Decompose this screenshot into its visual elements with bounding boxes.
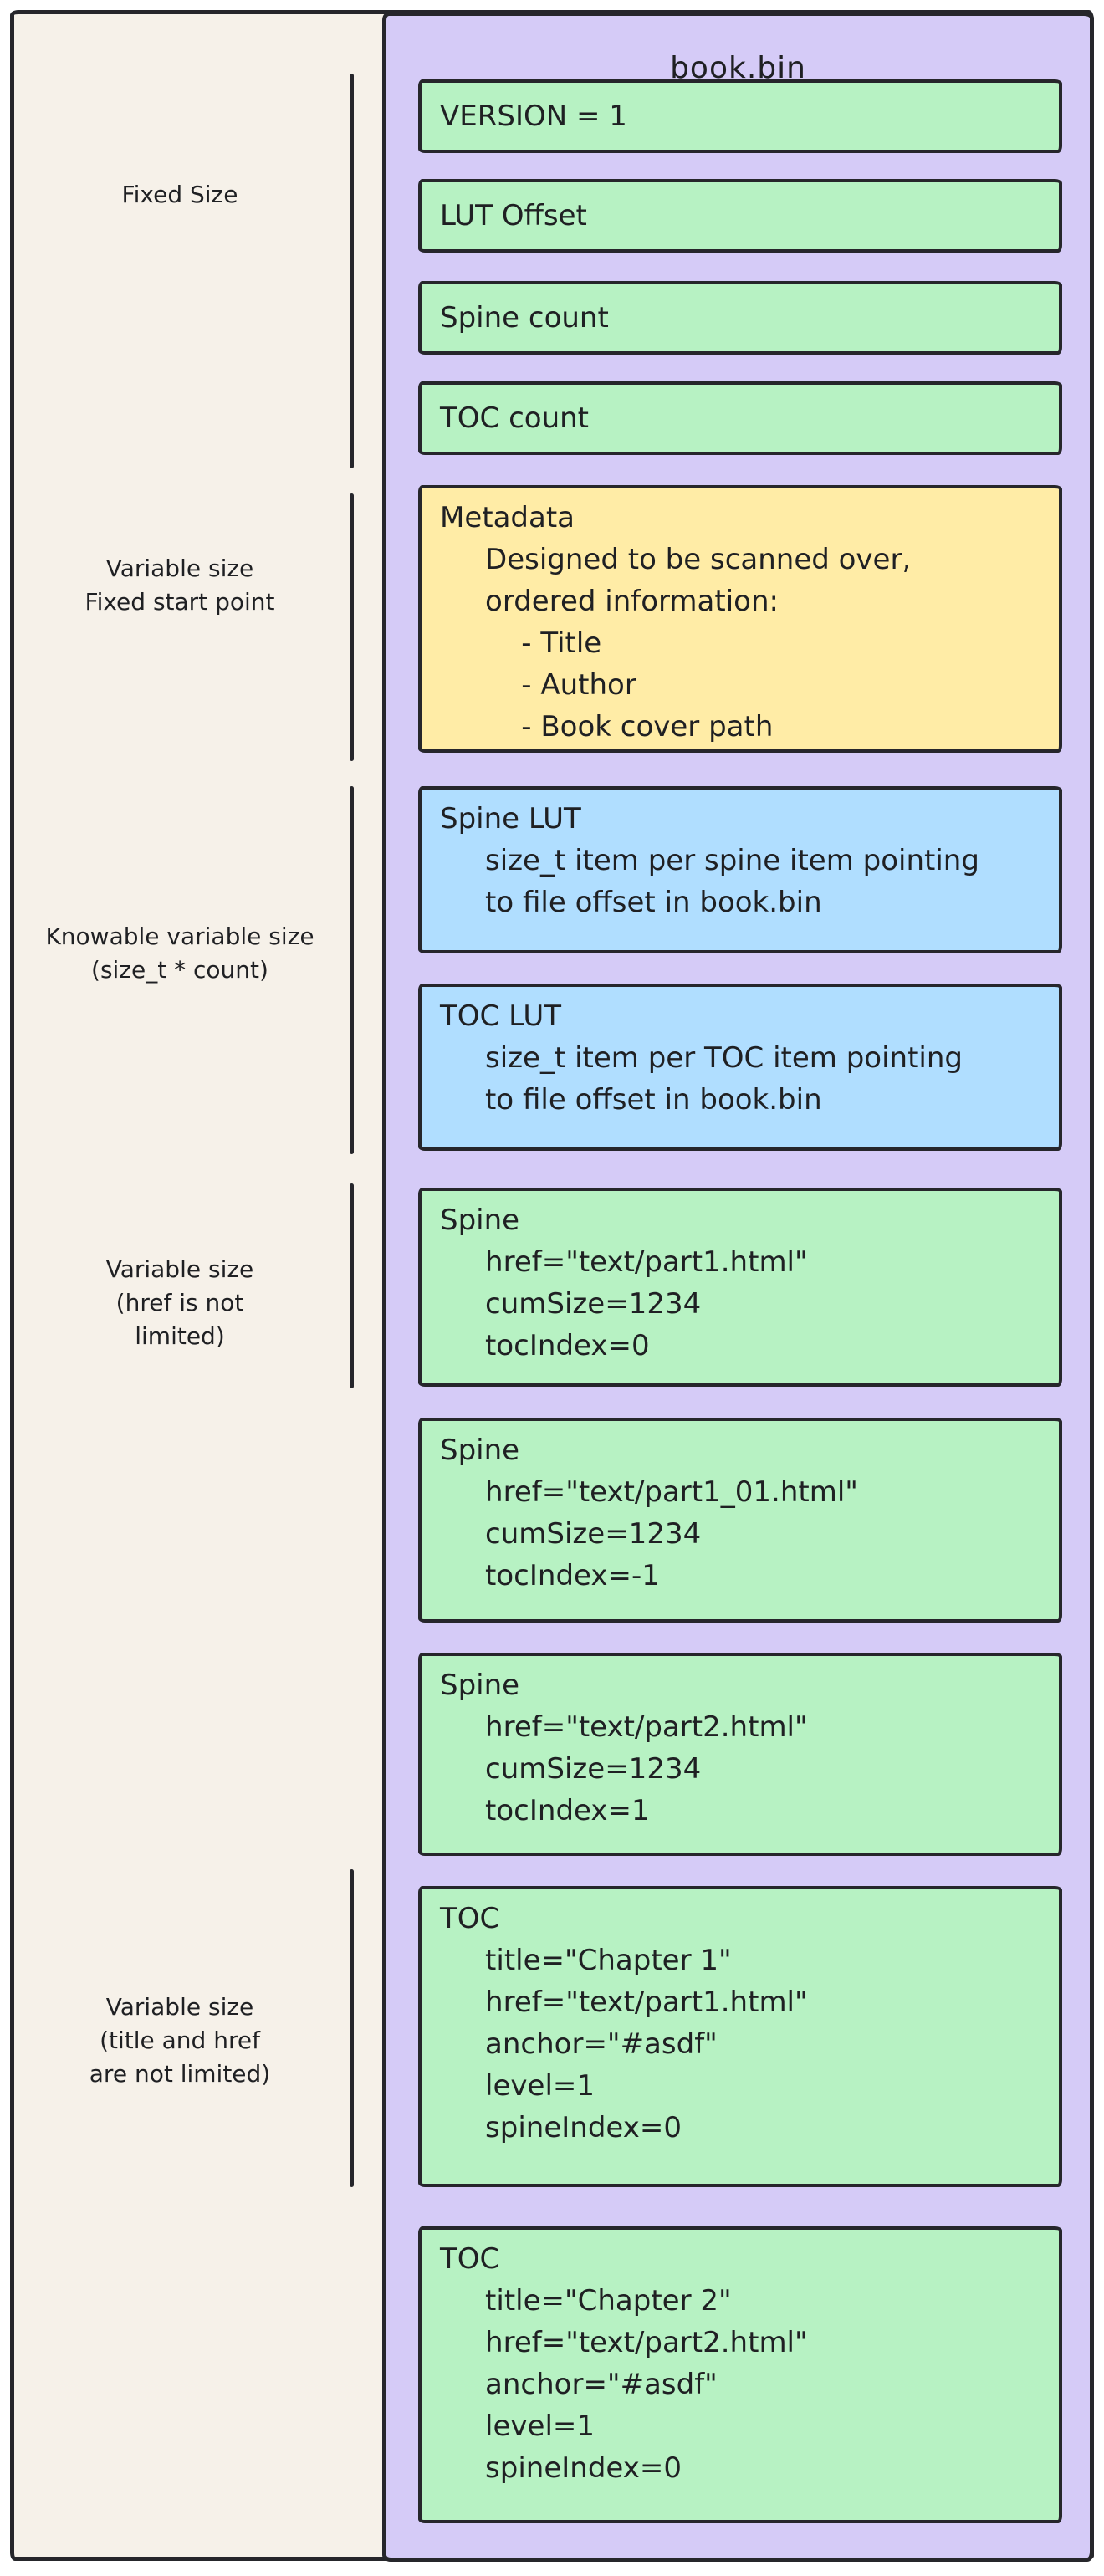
box-line: Spine LUT bbox=[440, 802, 581, 836]
label-line: Variable size bbox=[105, 555, 254, 582]
box-line: href="text/part1.html" bbox=[440, 1986, 808, 2019]
bracket-variable-fixed-start bbox=[350, 493, 354, 761]
box-line: Designed to be scanned over, bbox=[440, 543, 912, 576]
box-line: - Author bbox=[440, 668, 636, 702]
box-line: title="Chapter 1" bbox=[440, 1944, 732, 1977]
field-box-toc-count: TOC count bbox=[418, 381, 1062, 455]
box-line: level=1 bbox=[440, 2410, 595, 2443]
spine-box-3: Spine href="text/part2.html" cumSize=123… bbox=[418, 1653, 1062, 1856]
toc-box-2: TOC title="Chapter 2" href="text/part2.h… bbox=[418, 2226, 1062, 2523]
label-fixed-size: Fixed Size bbox=[17, 178, 343, 212]
toc-box-1: TOC title="Chapter 1" href="text/part1.h… bbox=[418, 1886, 1062, 2187]
box-line: anchor="#asdf" bbox=[440, 2368, 718, 2401]
box-line: size_t item per TOC item pointing bbox=[440, 1041, 963, 1075]
label-line: Fixed Size bbox=[121, 181, 238, 208]
box-line: spineIndex=0 bbox=[440, 2111, 682, 2144]
box-line: tocIndex=0 bbox=[440, 1329, 650, 1362]
label-line: Knowable variable size bbox=[45, 923, 314, 950]
box-line: - Title bbox=[440, 626, 602, 660]
box-line: Metadata bbox=[440, 501, 575, 534]
box-line: TOC bbox=[440, 1902, 500, 1935]
label-variable-fixed-start: Variable size Fixed start point bbox=[17, 552, 343, 619]
box-line: spineIndex=0 bbox=[440, 2451, 682, 2485]
box-line: TOC count bbox=[440, 401, 590, 435]
label-variable-href: Variable size (href is not limited) bbox=[17, 1253, 343, 1353]
box-line: Spine bbox=[440, 1204, 520, 1237]
label-line: limited) bbox=[135, 1322, 225, 1350]
box-line: ordered information: bbox=[440, 585, 779, 618]
box-line: TOC LUT bbox=[440, 999, 561, 1033]
box-line: anchor="#asdf" bbox=[440, 2027, 718, 2061]
box-line: LUT Offset bbox=[440, 199, 587, 233]
box-line: cumSize=1234 bbox=[440, 1517, 702, 1551]
box-line: - Book cover path bbox=[440, 710, 774, 744]
spine-box-1: Spine href="text/part1.html" cumSize=123… bbox=[418, 1188, 1062, 1387]
box-line: title="Chapter 2" bbox=[440, 2284, 732, 2318]
field-box-version: VERSION = 1 bbox=[418, 79, 1062, 153]
box-line: VERSION = 1 bbox=[440, 100, 627, 133]
box-line: cumSize=1234 bbox=[440, 1752, 702, 1786]
label-line: (size_t * count) bbox=[91, 956, 268, 984]
field-box-spine-count: Spine count bbox=[418, 281, 1062, 355]
metadata-box: Metadata Designed to be scanned over, or… bbox=[418, 485, 1062, 753]
box-line: Spine bbox=[440, 1669, 520, 1702]
label-line: Fixed start point bbox=[84, 588, 275, 616]
box-line: level=1 bbox=[440, 2069, 595, 2103]
label-knowable-variable: Knowable variable size (size_t * count) bbox=[17, 920, 343, 987]
box-line: cumSize=1234 bbox=[440, 1287, 702, 1321]
box-line: href="text/part1.html" bbox=[440, 1245, 808, 1279]
bracket-knowable-variable bbox=[350, 786, 354, 1154]
field-box-lut-offset: LUT Offset bbox=[418, 179, 1062, 253]
box-line: href="text/part2.html" bbox=[440, 1710, 808, 1744]
box-line: tocIndex=-1 bbox=[440, 1559, 660, 1592]
bracket-variable-title-href bbox=[350, 1869, 354, 2187]
bracket-variable-href bbox=[350, 1183, 354, 1388]
label-line: (title and href bbox=[100, 2027, 260, 2054]
box-line: Spine count bbox=[440, 301, 609, 335]
spine-box-2: Spine href="text/part1_01.html" cumSize=… bbox=[418, 1418, 1062, 1623]
box-line: to file offset in book.bin bbox=[440, 886, 822, 919]
label-variable-title-href: Variable size (title and href are not li… bbox=[17, 1991, 343, 2091]
box-line: href="text/part1_01.html" bbox=[440, 1475, 858, 1509]
label-line: Variable size bbox=[105, 1993, 254, 2021]
box-line: TOC bbox=[440, 2242, 500, 2276]
box-line: to file offset in book.bin bbox=[440, 1083, 822, 1117]
box-line: tocIndex=1 bbox=[440, 1794, 650, 1827]
box-line: size_t item per spine item pointing bbox=[440, 844, 979, 877]
spine-lut-box: Spine LUT size_t item per spine item poi… bbox=[418, 786, 1062, 953]
label-line: Variable size bbox=[105, 1255, 254, 1283]
label-line: are not limited) bbox=[89, 2060, 271, 2088]
label-line: (href is not bbox=[115, 1289, 244, 1316]
bracket-fixed-size bbox=[350, 74, 354, 468]
toc-lut-box: TOC LUT size_t item per TOC item pointin… bbox=[418, 984, 1062, 1151]
box-line: Spine bbox=[440, 1434, 520, 1467]
box-line: href="text/part2.html" bbox=[440, 2326, 808, 2359]
